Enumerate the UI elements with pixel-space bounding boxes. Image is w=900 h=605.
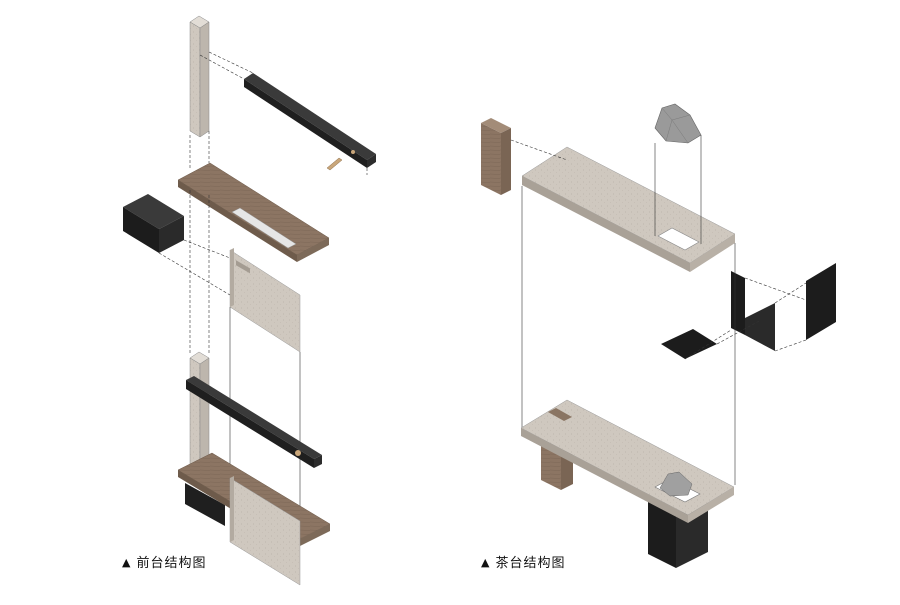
- caption-tea-table-text: 茶台结构图: [495, 556, 566, 571]
- wood-dowel: [326, 150, 355, 171]
- triangle-marker-icon: ▲: [481, 556, 491, 569]
- concrete-column-top: [189, 15, 210, 138]
- caption-front-desk: ▲ 前台结构图: [122, 552, 206, 571]
- stone-panel: [229, 248, 301, 353]
- front-desk-assembled: [177, 351, 331, 586]
- black-beam-top: [244, 73, 376, 168]
- rock-icon: [654, 103, 702, 144]
- tea-table-assembled: [520, 399, 735, 568]
- black-plates: [661, 263, 836, 359]
- caption-tea-table: ▲ 茶台结构图: [481, 552, 565, 571]
- wood-leg-top: [481, 118, 511, 195]
- tea-table-exploded: [481, 103, 836, 568]
- black-box: [123, 194, 184, 253]
- front-desk-exploded: [123, 15, 376, 586]
- guide-lines-left: [158, 51, 368, 510]
- caption-front-desk-text: 前台结构图: [136, 556, 207, 571]
- wood-shelf-top: [177, 162, 330, 262]
- stone-tabletop: [521, 146, 736, 272]
- guide-lines-right: [510, 135, 807, 485]
- triangle-marker-icon: ▲: [122, 556, 132, 569]
